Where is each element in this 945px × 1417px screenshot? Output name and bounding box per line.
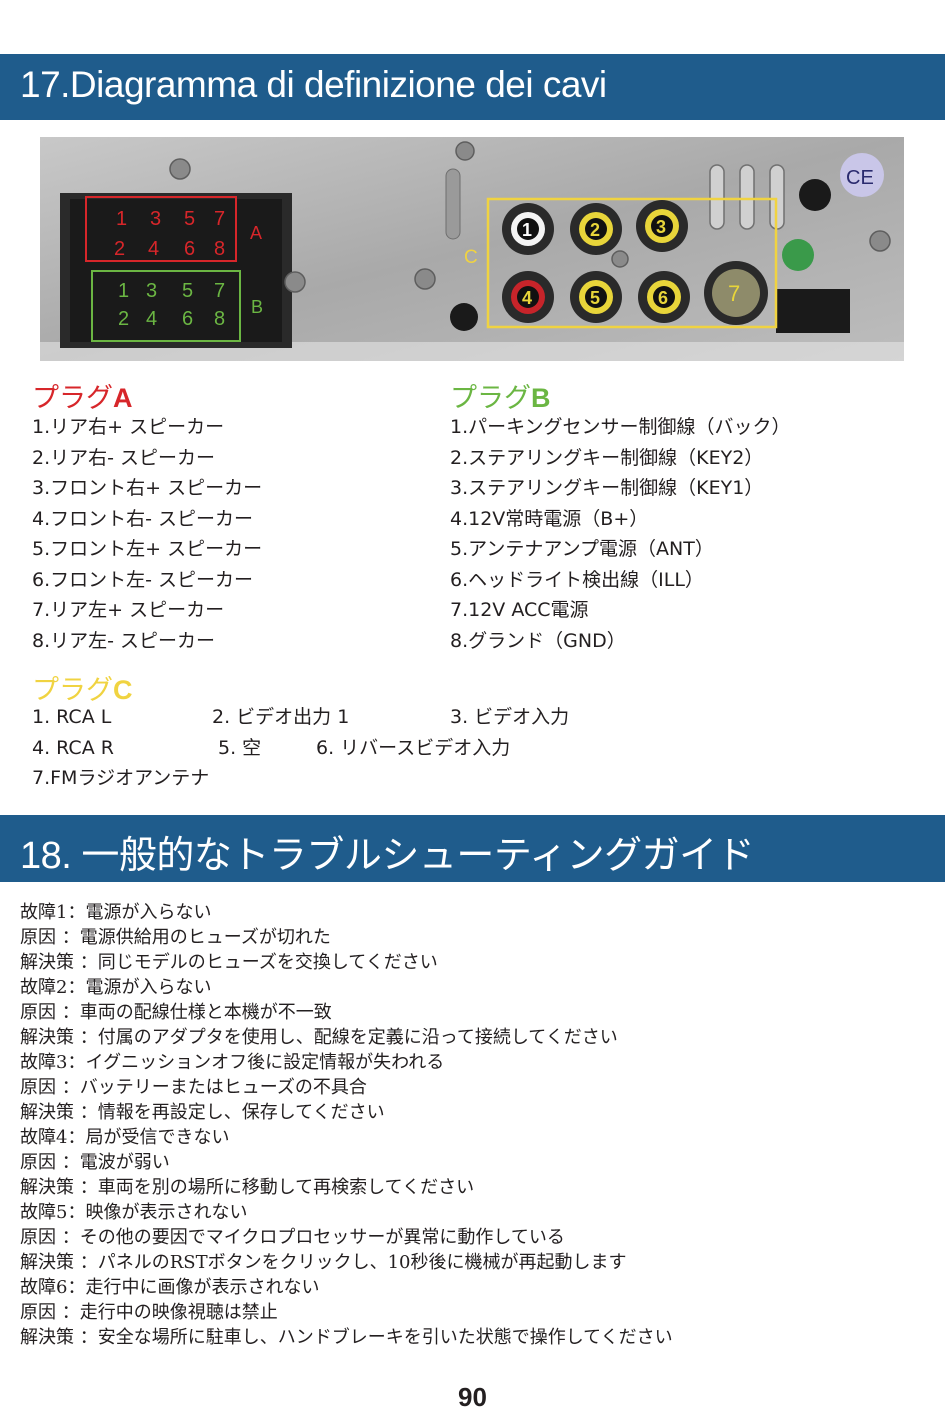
- ce-sticker-icon: [840, 153, 884, 197]
- screw-icons: [169, 141, 891, 293]
- plug-a-item: 3.フロント右+ スピーカー: [32, 477, 263, 499]
- cause-line: 原因 ：車両の配線仕様と本機が不一致: [20, 1002, 332, 1023]
- rca-jack-3: 3: [636, 200, 688, 252]
- rca-jack-4: 4: [502, 271, 554, 323]
- section-17-title: 17.Diagramma di definizione dei cavi: [20, 64, 607, 105]
- cause-line: 原因 ：電波が弱い: [20, 1152, 170, 1173]
- fault-line: 故障2：電源が入らない: [20, 977, 212, 998]
- plug-a-item: 4.フロント右- スピーカー: [32, 508, 254, 530]
- plug-a-label: A: [250, 223, 262, 243]
- plug-a-item: 7.リア左+ スピーカー: [32, 599, 225, 621]
- plug-a-item: 5.フロント左+ スピーカー: [32, 538, 263, 560]
- plug-b-pin-5: 5: [182, 280, 193, 302]
- plug-a-item: 8.リア左- スピーカー: [32, 630, 216, 652]
- rca-jack-6: 6: [638, 271, 690, 323]
- plug-b-pin-2: 2: [118, 308, 129, 330]
- plug-a-item: 2.リア右- スピーカー: [32, 447, 216, 469]
- page-number: 90: [458, 1382, 487, 1412]
- plug-a-pin-5: 5: [184, 208, 195, 230]
- plug-a-pin-6: 6: [184, 238, 195, 260]
- cause-line: 原因 ：電源供給用のヒューズが切れた: [20, 927, 331, 948]
- plug-b-pin-6: 6: [182, 308, 193, 330]
- plug-b-title-prefix: プラグ: [450, 383, 531, 414]
- plug-c-item: 6. リバースビデオ入力: [316, 737, 511, 759]
- cause-line: 原因 ：バッテリーまたはヒューズの不具合: [20, 1077, 367, 1098]
- plug-a-title-letter: A: [113, 383, 133, 413]
- qc-sticker-icon: [782, 239, 814, 271]
- cause-line: 原因 ：その他の要因でマイクロプロセッサーが異常に動作している: [20, 1227, 565, 1248]
- rca-number-4: 4: [522, 288, 532, 308]
- rca-number-6: 6: [658, 288, 668, 308]
- plug-c-item: 3. ビデオ入力: [450, 706, 570, 728]
- rca-number-7: 7: [728, 281, 740, 306]
- plug-c-item: 5. 空: [218, 737, 262, 759]
- rca-number-3: 3: [656, 217, 666, 237]
- solution-line: 解決策 ：情報を再設定し、保存してください: [20, 1102, 385, 1123]
- jack-hole: [450, 303, 478, 331]
- solution-line: 解決策 ：車両を別の場所に移動して再検索してください: [20, 1177, 475, 1198]
- solution-line: 解決策 ：パネルのRSTボタンをクリックし、10秒後に機械が再起動します: [20, 1252, 627, 1273]
- section-18-title: 18. 一般的なトラブルシューティングガイド: [20, 835, 755, 877]
- plug-c-title-prefix: プラグ: [32, 675, 113, 706]
- plug-a-title: プラグA: [32, 376, 133, 415]
- solution-line: 解決策 ：安全な場所に駐車し、ハンドブレーキを引いた状態で操作してください: [20, 1327, 673, 1348]
- plug-b-pin-4: 4: [146, 308, 157, 330]
- plug-b-item: 8.グランド（GND）: [450, 630, 626, 652]
- plug-c-label: C: [464, 247, 478, 268]
- section-17-banner: 17.Diagramma di definizione dei cavi: [0, 54, 945, 120]
- wiring-photo: A B 1 3 5 7 2 4 6 8 1 3 5 7 2 4 6 8: [40, 137, 904, 361]
- plug-b-item: 7.12V ACC電源: [450, 599, 589, 621]
- rca-jack-5: 5: [570, 271, 622, 323]
- plug-b-item: 1.パーキングセンサー制御線（バック）: [450, 416, 791, 438]
- plug-b-label: B: [251, 297, 263, 317]
- antenna-socket-7: 7: [704, 261, 768, 325]
- plug-b-title-letter: B: [531, 383, 551, 413]
- rca-number-2: 2: [590, 220, 600, 240]
- fault-line: 故障4：局が受信できない: [20, 1127, 230, 1148]
- plug-b-item: 4.12V常時電源（B+）: [450, 508, 649, 530]
- plug-a-pin-4: 4: [148, 238, 159, 260]
- plug-a-frame: [85, 196, 237, 262]
- plug-a-pin-1: 1: [116, 208, 127, 230]
- plug-b-pin-8: 8: [214, 308, 225, 330]
- ce-mark: CE: [846, 167, 874, 189]
- plug-c-item: 4. RCA R: [32, 737, 114, 759]
- plug-a-pin-8: 8: [214, 238, 225, 260]
- plug-c-title: プラグC: [32, 668, 133, 707]
- plug-a-title-prefix: プラグ: [32, 383, 113, 414]
- plug-c-title-letter: C: [113, 675, 133, 705]
- plug-a-pin-2: 2: [114, 238, 125, 260]
- plug-b-item: 6.ヘッドライト検出線（ILL）: [450, 569, 704, 591]
- plug-c-frame: [486, 197, 778, 329]
- plug-c-item: 7.FMラジオアンテナ: [32, 767, 210, 789]
- plug-b-title: プラグB: [450, 376, 551, 415]
- plug-b-pin-3: 3: [146, 280, 157, 302]
- rca-jack-1: 1: [502, 203, 554, 255]
- plug-b-pin-7: 7: [214, 280, 225, 302]
- fault-line: 故障3：イグニッションオフ後に設定情報が失われる: [20, 1052, 445, 1073]
- solution-line: 解決策 ：同じモデルのヒューズを交換してください: [20, 952, 438, 973]
- plug-a-item: 6.フロント左- スピーカー: [32, 569, 254, 591]
- plug-c-item: 2. ビデオ出力 1: [212, 706, 350, 728]
- section-18-banner: 18. 一般的なトラブルシューティングガイド: [0, 815, 945, 882]
- plug-b-pin-1: 1: [118, 280, 129, 302]
- fault-line: 故障6：走行中に画像が表示されない: [20, 1277, 320, 1298]
- cause-line: 原因 ：走行中の映像視聴は禁止: [20, 1302, 278, 1323]
- rca-number-5: 5: [590, 288, 600, 308]
- plug-a-pin-3: 3: [150, 208, 161, 230]
- plug-a-item: 1.リア右+ スピーカー: [32, 416, 225, 438]
- plug-a-pin-7: 7: [214, 208, 225, 230]
- plug-b-item: 5.アンテナアンプ電源（ANT）: [450, 538, 714, 560]
- fault-line: 故障5：映像が表示されない: [20, 1202, 248, 1223]
- fault-line: 故障1：電源が入らない: [20, 902, 212, 923]
- plug-b-item: 2.ステアリングキー制御線（KEY2）: [450, 447, 764, 469]
- solution-line: 解決策 ：付属のアダプタを使用し、配線を定義に沿って接続してください: [20, 1027, 618, 1048]
- rca-jack-2: 2: [570, 203, 622, 255]
- plug-b-item: 3.ステアリングキー制御線（KEY1）: [450, 477, 764, 499]
- plug-c-item: 1. RCA L: [32, 706, 112, 728]
- plug-b-frame: [91, 270, 241, 342]
- rca-number-1: 1: [522, 220, 532, 240]
- wiring-photo-drawing: A B 1 3 5 7 2 4 6 8 1 3 5 7 2 4 6 8: [40, 137, 904, 361]
